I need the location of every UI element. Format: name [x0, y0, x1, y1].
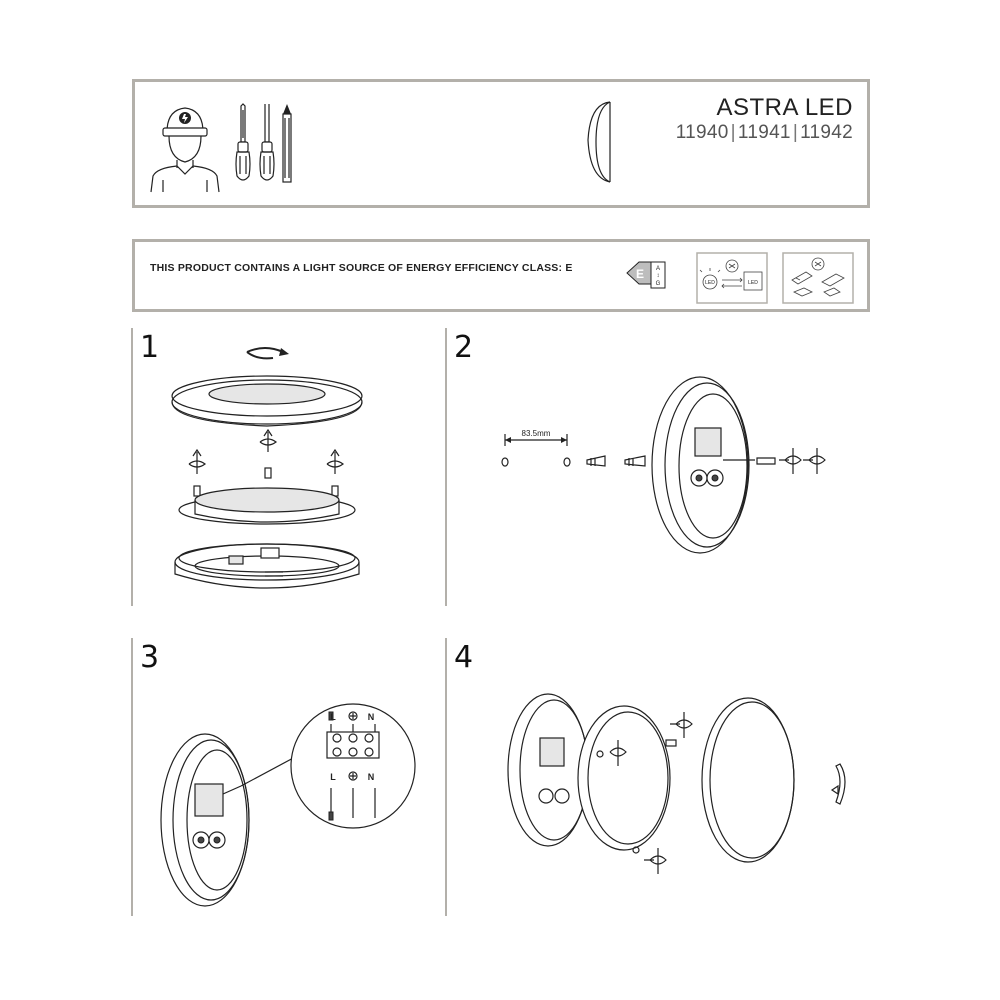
model-separator: | [792, 122, 799, 143]
product-title: ASTRA LED [716, 94, 853, 121]
wall-plug-icon [586, 455, 646, 467]
diffuser-cover [171, 375, 363, 427]
model-number: 11941 [737, 122, 791, 143]
step-2-diagram: 83.5mm [501, 376, 826, 554]
terminal-block-callout: L N L N [240, 703, 416, 829]
drill-spacing-marker: 83.5mm [501, 429, 571, 467]
header-panel: ASTRA LED 11940|11941|11942 [132, 79, 870, 208]
base-housing [174, 543, 360, 589]
step-divider [131, 328, 133, 606]
step-3-diagram: L N L N [160, 703, 416, 907]
energy-scale-top: A [656, 266, 660, 272]
tools-icon [235, 103, 292, 183]
product-side-view [587, 101, 611, 183]
svg-text:↕: ↕ [657, 273, 660, 279]
led-replaceable-icon: LED LED [696, 252, 768, 304]
clip-icon [830, 763, 846, 805]
model-numbers: 11940|11941|11942 [676, 122, 853, 144]
step-number: 3 [140, 640, 160, 675]
dimension-label: 83.5mm [522, 429, 551, 438]
led-module-plate [178, 487, 356, 525]
step-1-diagram [171, 347, 363, 589]
terminal-label-l: L [330, 772, 336, 782]
terminal-label-l: L [330, 712, 336, 722]
step-divider [445, 638, 447, 916]
terminal-label-n: N [368, 712, 375, 722]
rotate-arrow-icon [246, 347, 289, 360]
screw-icon [188, 428, 345, 497]
driver-replaceable-icon [782, 252, 854, 304]
step-number: 2 [454, 330, 474, 365]
step-number: 4 [454, 640, 474, 675]
step-4-diagram [507, 693, 846, 874]
model-number: 11940 [675, 122, 729, 143]
model-number: 11942 [800, 122, 853, 143]
led-module-plate [577, 705, 671, 854]
electrician-icon [150, 107, 220, 193]
diffuser-cover-side [701, 697, 795, 863]
model-separator: | [730, 122, 736, 143]
base-housing-side [651, 376, 755, 554]
energy-label-icon: E A ↕ G [626, 261, 666, 289]
step-divider [445, 328, 447, 606]
energy-class-statement: THIS PRODUCT CONTAINS A LIGHT SOURCE OF … [150, 262, 573, 274]
screw-icon [609, 712, 693, 874]
terminal-label-n: N [368, 772, 375, 782]
step-divider [131, 638, 133, 916]
led-label: LED [748, 280, 758, 286]
energy-panel: THIS PRODUCT CONTAINS A LIGHT SOURCE OF … [132, 239, 870, 312]
led-label: LED [705, 280, 715, 286]
energy-scale-bottom: G [656, 281, 661, 287]
screw-icon [756, 448, 826, 474]
step-number: 1 [140, 330, 160, 365]
energy-class-letter: E [636, 267, 644, 281]
base-housing-side [160, 733, 250, 907]
base-housing-side [507, 693, 589, 847]
